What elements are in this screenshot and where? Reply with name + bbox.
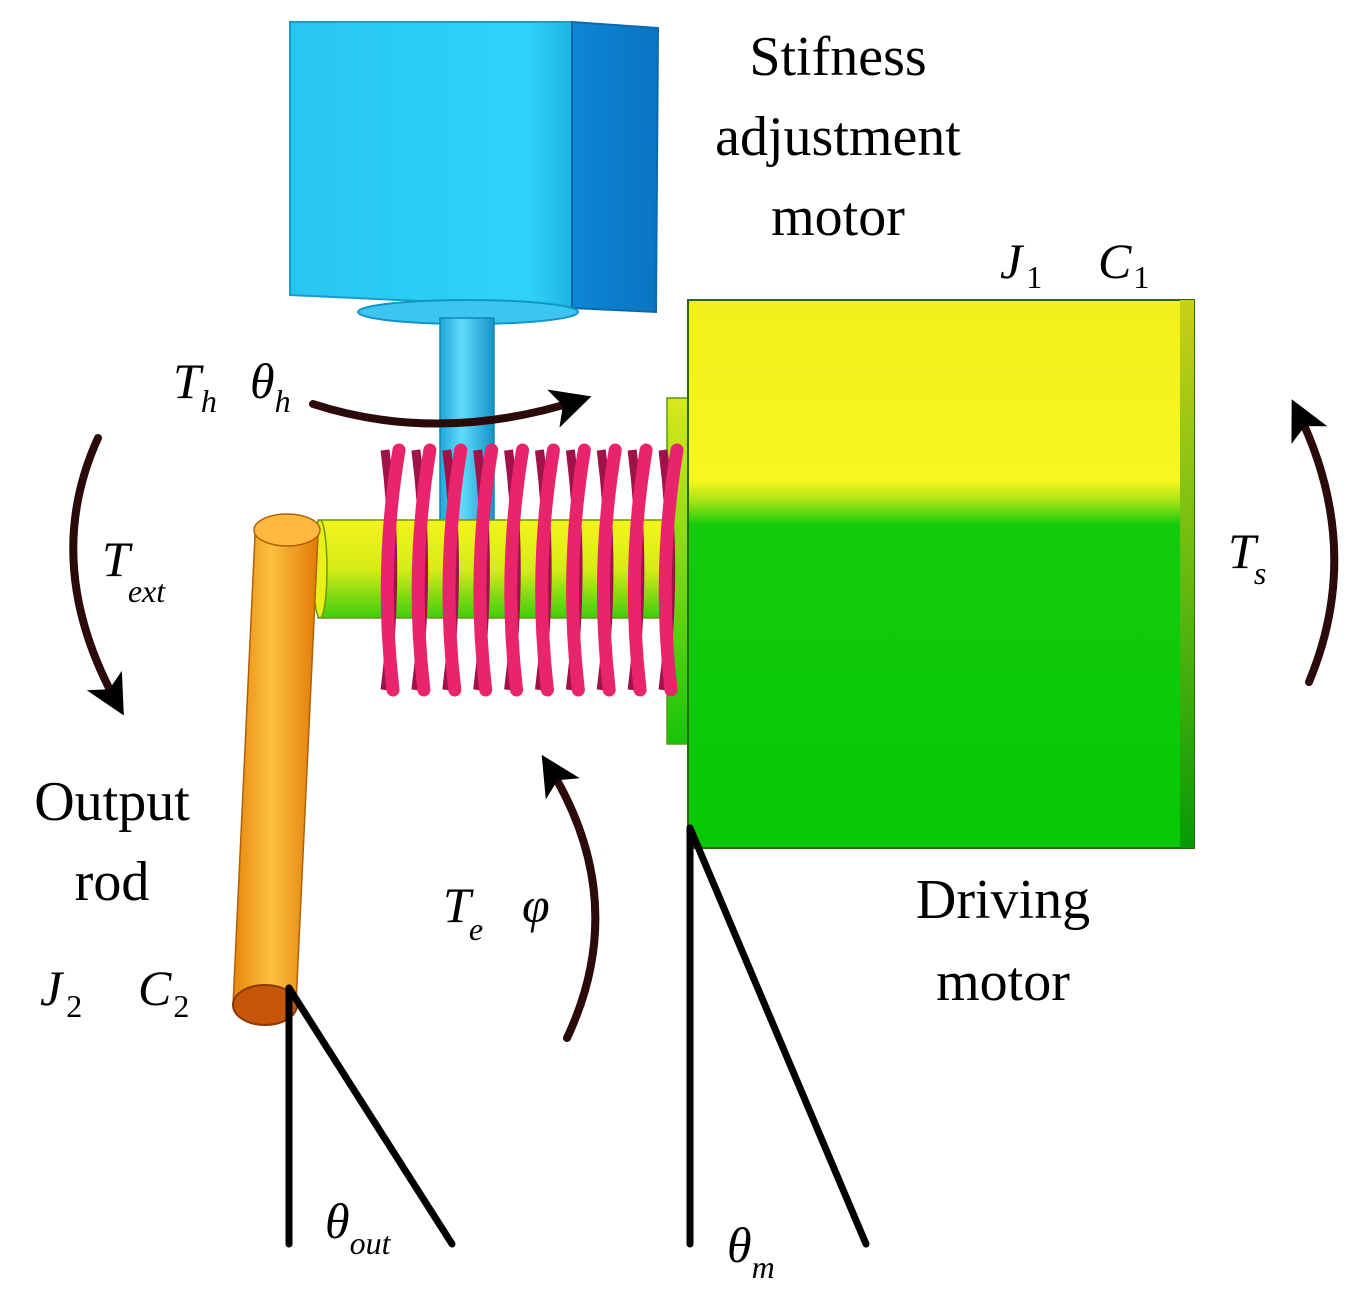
driving-motor-side-face [1180,300,1194,848]
angle-lines [285,824,870,1248]
text-arrow [69,434,124,716]
c2-symbol: C2 [138,960,189,1024]
theta-out-rod-line [285,984,456,1248]
theta-h-symbol: θh [250,353,291,419]
spring-coil [473,443,499,697]
theta-m-motor-line [686,824,870,1248]
driving-motor-label-line2: motor [936,951,1070,1013]
output-rod-label-line2: rod [75,851,150,913]
stiffness-motor-label-line1: Stifness [749,26,926,88]
driving-motor-label-line1: Driving [916,869,1090,931]
stiffness-motor-label-line3: motor [771,186,905,248]
th-arrow [309,389,592,428]
component-labels: Stifness adjustment motor Driving motor … [34,26,1090,1013]
torque-arrows [69,389,1339,1042]
te-symbol: Te [443,877,483,947]
theta-out-symbol: θout [325,1193,392,1261]
th-symbol: Th [173,353,217,419]
spring-coil [380,443,406,697]
motor-shaft [312,519,671,619]
spring-coil [658,443,684,697]
theta-m-symbol: θm [727,1217,775,1285]
spring-coil [566,443,591,697]
driving-motor [666,299,1195,849]
output-rod-label-line1: Output [34,771,190,833]
spring-coil [627,443,653,697]
spring-coil [596,443,622,697]
torsion-spring [380,443,684,697]
spring-coil [535,443,560,697]
output-rod-shape [232,513,321,1026]
ts-symbol: Ts [1228,523,1266,591]
spring-coil [504,443,530,697]
stiffness-motor-front-face [289,21,573,310]
c1-symbol: C1 [1098,233,1149,295]
stiffness-motor-side-face [571,20,660,314]
spring-coil [442,443,468,697]
driving-motor-body [687,299,1195,849]
phi-symbol: φ [522,877,550,933]
ts-arrow [1291,399,1339,686]
spring-coil [411,443,437,697]
stiffness-motor-label-line2: adjustment [715,106,961,168]
te-arrow [541,754,600,1042]
